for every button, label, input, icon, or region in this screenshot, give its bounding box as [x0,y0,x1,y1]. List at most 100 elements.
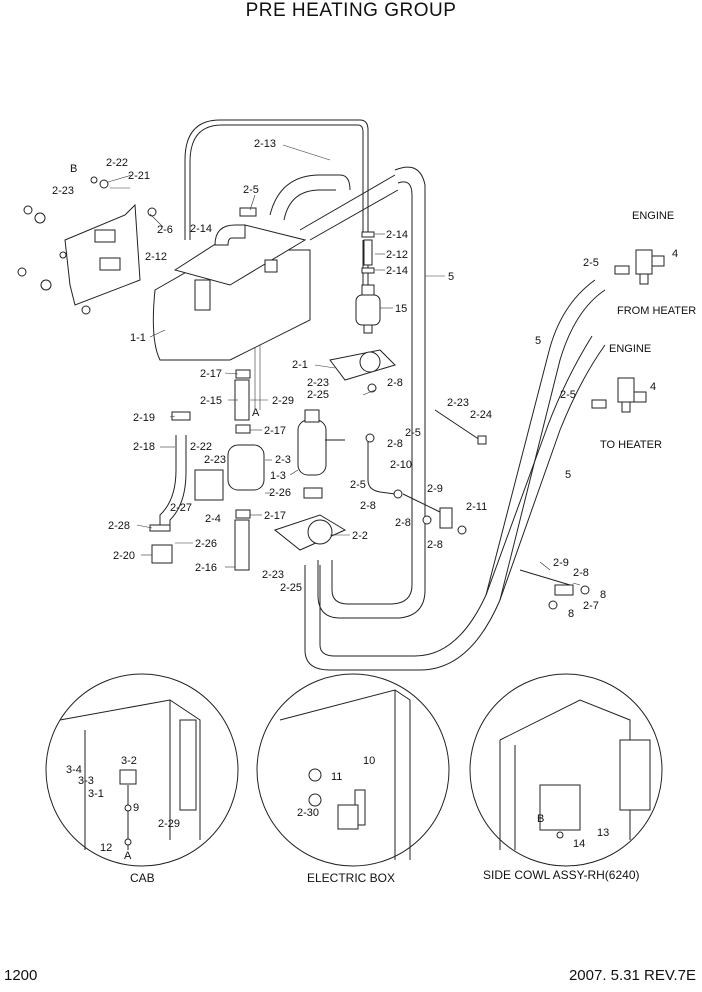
filter-2-11 [439,507,453,529]
muffler-plate [194,469,224,501]
label-2-8b: 2-8 [387,438,403,450]
tee-4-upper [635,249,653,275]
label-2-5c: 2-5 [560,389,576,401]
label-2-23a: 2-23 [52,185,74,197]
label-2-18: 2-18 [133,441,155,453]
clamp-2-14b [361,267,375,274]
washer-2-8d [457,525,467,535]
clamp-2-5d [591,399,607,409]
fuel-line-2-13-b [189,124,364,240]
label-2-22b: 2-22 [190,441,212,453]
label-8a: 8 [600,589,606,601]
label-2-17c: 2-17 [264,510,286,522]
label-2-17a: 2-17 [200,368,222,380]
label-2-15: 2-15 [200,395,222,407]
label-3-1: 3-1 [88,788,104,800]
label-2-23e: 2-23 [262,569,284,581]
label-2-11: 2-11 [466,501,487,513]
tee-4-upper-side [651,255,665,267]
small-parts [365,383,590,610]
washer-8b [548,600,558,610]
label-2-20: 2-20 [113,550,135,562]
cowl-plate-13 [539,784,581,831]
bolt-8 [81,305,91,315]
label-2-1: 2-1 [292,359,308,371]
label-2-9b: 2-9 [553,557,569,569]
hose-diagonal-inner [309,189,399,241]
ebox-relay-2-30 [337,804,359,830]
bracket-plate [64,203,141,306]
bolt-4 [40,279,52,291]
hose-lower-loop-inner [319,335,593,657]
label-4a: 4 [672,248,678,260]
label-3-2: 3-2 [121,755,137,767]
label-12: 12 [100,842,112,854]
tee-4-lower-side [633,391,647,403]
label-10: 10 [363,755,375,767]
label-2-21: 2-21 [128,170,150,182]
label-2-6: 2-6 [157,224,173,236]
detail-side-cowl-circle [469,673,663,867]
pump-body [355,294,381,326]
hose-5-inner [331,181,413,605]
label-2-13: 2-13 [254,138,276,150]
clamp-2-5 [239,207,257,217]
label-5c: 5 [565,469,571,481]
label-2-29b: 2-29 [158,818,180,830]
bolt-1 [23,205,33,215]
silencer-neck [304,409,320,423]
pipe-2-20 [151,544,173,564]
label-2-5b: 2-5 [583,257,599,269]
hose-5-outer [317,166,426,619]
tee-4-lower-bot [621,401,631,413]
label-2-23b: 2-23 [307,377,329,389]
bolt-2 [34,212,46,224]
label-2-5d: 2-5 [405,427,421,439]
clamp-2-17a [235,369,251,379]
cowl-box [619,739,651,811]
fuel-line-2-10 [367,440,396,495]
label-2-23d: 2-23 [204,454,226,466]
page-title: PRE HEATING GROUP [245,0,457,21]
detail-cab [45,673,239,867]
label-2-14c: 2-14 [386,265,408,277]
label-b2: B [537,813,544,825]
revision-date: 2007. 5.31 REV.7E [568,967,696,984]
bracket-2-2 [273,514,347,551]
ebox-knob-2 [308,793,322,807]
hose-upper-right-outer [499,289,606,601]
detail-electric-box [256,673,450,867]
bolt-2-24-head [477,435,487,445]
bolt-6 [99,179,109,189]
engine-connectors [591,249,665,413]
label-2-5a: 2-5 [243,184,259,196]
label-2-9a: 2-9 [427,483,443,495]
hose-upper-right-inner [485,279,596,596]
label-8b: 8 [568,608,574,620]
page-number: 1200 [4,967,38,984]
label-2-8f: 2-8 [573,567,589,579]
hose-top-inner [283,189,336,221]
label-2-2: 2-2 [352,530,368,542]
bracket-slot-1 [94,229,116,243]
label-b1: B [70,163,77,175]
nut-2-25 [367,383,377,393]
hose-diagonal-outer [299,174,396,231]
hose-top-outer [269,174,351,216]
label-13: 13 [597,827,609,839]
label-2-8a: 2-8 [387,377,403,389]
label-9: 9 [133,802,139,814]
bracket-slot-2 [99,257,121,271]
pipe-2-12 [363,239,373,266]
part-labels: 2-13 2-22 2-21 B 2-23 2-5 2-6 2-14 2-12 … [52,138,696,862]
washer-2-8b [393,489,403,499]
label-3-3: 3-3 [78,775,94,787]
cab-switch-3-2 [119,769,137,785]
label-2-14b: 2-14 [386,229,408,241]
cab-connector-12 [124,838,132,846]
bracket-2-1-ring [359,351,381,373]
label-2-4: 2-4 [205,513,221,525]
label-2-3: 2-3 [275,454,291,466]
bolt-9 [59,251,67,259]
